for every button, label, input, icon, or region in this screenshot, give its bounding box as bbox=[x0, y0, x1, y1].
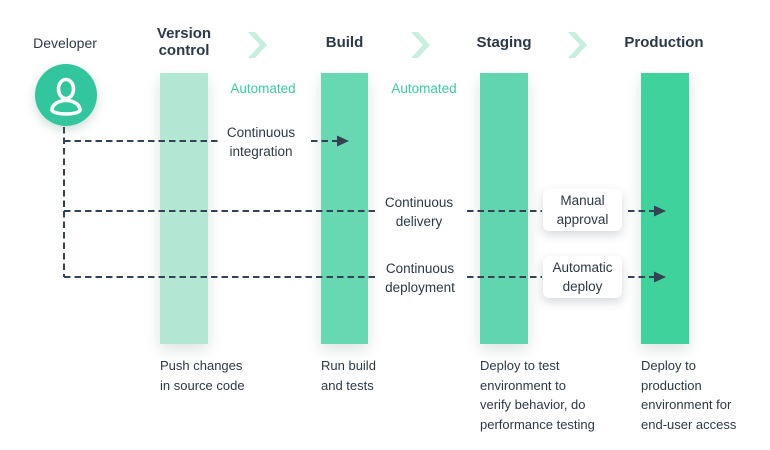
chevron-right-icon bbox=[248, 32, 267, 58]
automated-badge: Automated bbox=[230, 81, 296, 96]
pipeline-column-production bbox=[641, 73, 689, 344]
gate-label-line: Automatic bbox=[552, 260, 613, 275]
flow-label-line: deployment bbox=[385, 280, 455, 295]
caption-line: verify behavior, do bbox=[480, 397, 586, 412]
caption-line: performance testing bbox=[480, 416, 595, 432]
caption-line: in source code bbox=[160, 377, 245, 393]
stage-caption-staging: Deploy to test environment to verify beh… bbox=[480, 356, 595, 434]
chevron-right-icon bbox=[568, 32, 587, 58]
cd-arrowhead-icon bbox=[654, 205, 666, 217]
developer-avatar bbox=[35, 64, 97, 126]
caption-line: and tests bbox=[321, 377, 374, 393]
gate-manual-approval: Manual approval bbox=[543, 189, 622, 231]
gate-automatic-deploy: Automatic deploy bbox=[543, 256, 622, 298]
stage-title-build: Build bbox=[325, 34, 364, 51]
flow-label-continuous-delivery: Continuous delivery bbox=[370, 193, 468, 231]
stage-caption-version-control: Push changes in source code bbox=[160, 356, 245, 395]
flow-label-line: Continuous bbox=[385, 261, 455, 276]
caption-line: Deploy to test bbox=[480, 358, 560, 373]
flow-label-line: integration bbox=[229, 144, 293, 159]
pipeline-column-build bbox=[321, 73, 368, 344]
person-icon bbox=[50, 77, 82, 116]
stage-caption-production: Deploy to production environment for end… bbox=[641, 356, 736, 434]
stage-title-production: Production bbox=[624, 34, 704, 51]
stage-title-version-control: Version control bbox=[134, 25, 234, 59]
caption-line: Deploy to bbox=[641, 358, 696, 373]
flow-label-line: Continuous bbox=[226, 125, 296, 140]
gate-label-line: Manual bbox=[560, 193, 605, 208]
ci-arrowhead-icon bbox=[337, 135, 349, 147]
gate-label-line: deploy bbox=[562, 279, 603, 294]
caption-line: Run build bbox=[321, 358, 376, 373]
stage-caption-build: Run build and tests bbox=[321, 356, 376, 395]
cdep-arrowhead-icon bbox=[654, 271, 666, 283]
chevron-right-icon bbox=[411, 32, 430, 58]
flow-label-continuous-deployment: Continuous deployment bbox=[370, 259, 470, 297]
flow-label-line: Continuous bbox=[384, 195, 454, 210]
automated-badge: Automated bbox=[391, 81, 457, 96]
stage-title-line: control bbox=[158, 42, 210, 59]
stage-title-staging: Staging bbox=[476, 34, 532, 51]
flow-label-line: delivery bbox=[395, 214, 443, 229]
caption-line: Push changes bbox=[160, 358, 243, 373]
pipeline-column-version-control bbox=[160, 73, 208, 344]
caption-line: environment to bbox=[480, 377, 566, 393]
caption-line: environment for bbox=[641, 397, 732, 412]
developer-label: Developer bbox=[33, 35, 97, 51]
caption-line: production bbox=[641, 377, 702, 393]
stage-title-line: Version bbox=[156, 25, 212, 42]
caption-line: end-user access bbox=[641, 416, 737, 432]
gate-label-line: approval bbox=[556, 212, 609, 227]
pipeline-column-staging bbox=[480, 73, 528, 344]
flow-label-continuous-integration: Continuous integration bbox=[211, 123, 311, 161]
